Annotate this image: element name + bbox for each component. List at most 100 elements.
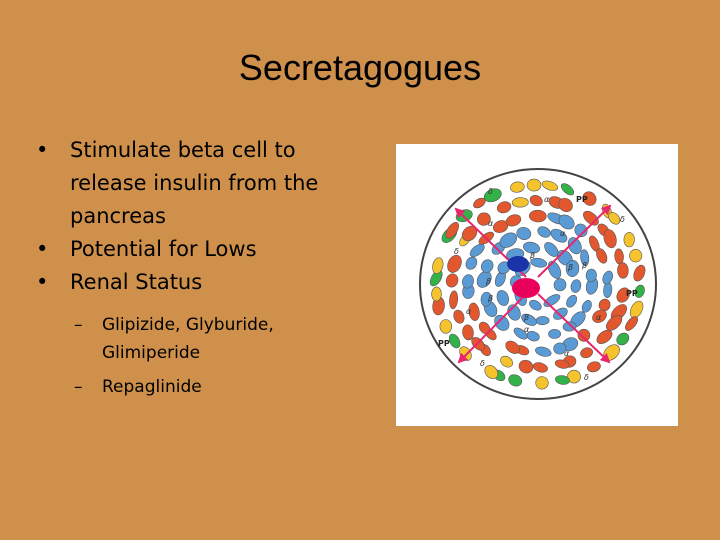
- alpha-cell: [496, 201, 512, 214]
- delta-cell: [526, 178, 542, 192]
- beta-cell: [462, 274, 474, 289]
- alpha-cell: [453, 309, 465, 324]
- arrow: [537, 293, 611, 364]
- arrow: [457, 293, 527, 364]
- beta-cell: [523, 241, 540, 254]
- bullet-text: Stimulate beta cell to release insulin f…: [70, 138, 319, 228]
- sub-bullet-text: Repaglinide: [102, 377, 202, 397]
- beta-cell: [465, 256, 478, 270]
- pp-label: PP: [626, 289, 638, 298]
- alpha-cell: [468, 302, 480, 321]
- beta-cell: [585, 268, 597, 283]
- delta-cell: [484, 365, 499, 379]
- label-group: PP PP PP δ α α α δ δ β β β β β β α α α α…: [438, 187, 638, 382]
- beta-cell: [530, 257, 548, 268]
- beta-label: β: [487, 294, 493, 303]
- beta-label: β: [529, 251, 535, 260]
- pp-cell: [483, 188, 502, 203]
- alpha-cell: [582, 191, 597, 206]
- alpha-cell: [603, 229, 617, 249]
- alpha-label: α: [560, 229, 566, 238]
- alpha-cell: [616, 287, 630, 303]
- pp-cell: [508, 374, 523, 387]
- alpha-cell: [505, 340, 520, 354]
- delta-label: δ: [584, 373, 589, 382]
- alpha-cell: [633, 264, 646, 282]
- alpha-cell: [462, 324, 474, 341]
- delta-cell: [439, 319, 453, 334]
- arrow: [537, 204, 612, 278]
- islet-figure: PP PP PP δ α α α δ δ β β β β β β α α α α…: [396, 144, 678, 426]
- pp-label: PP: [438, 339, 450, 348]
- delta-cell: [511, 197, 529, 208]
- bullet-glyph: •: [36, 138, 49, 162]
- sub-bullet-text: Glipizide, Glyburide, Glimiperide: [102, 315, 274, 363]
- beta-cell: [581, 300, 592, 313]
- alpha-label: α: [596, 313, 602, 322]
- sub-bullet-item: – Repaglinide: [30, 373, 360, 401]
- bullet-text: Potential for Lows: [70, 237, 257, 261]
- beta-cell: [547, 260, 562, 279]
- pp-cell: [634, 284, 645, 298]
- beta-cell: [567, 237, 582, 255]
- alpha-label: α: [488, 219, 494, 228]
- beta-cell: [480, 259, 494, 273]
- beta-cell: [558, 214, 575, 230]
- arrow-group: [454, 204, 612, 364]
- islet-illustration: PP PP PP δ α α α δ δ β β β β β β α α α α…: [419, 168, 657, 400]
- alpha-label: α: [564, 349, 570, 358]
- alpha-cell: [445, 222, 460, 239]
- beta-label: β: [581, 261, 587, 270]
- beta-cell: [565, 260, 580, 277]
- alpha-label: α: [524, 325, 530, 334]
- alpha-cell: [577, 328, 591, 342]
- pp-cell: [448, 333, 461, 349]
- beta-cell: [535, 346, 552, 357]
- beta-cell: [548, 328, 561, 339]
- beta-cell: [480, 291, 492, 307]
- pp-cell: [555, 375, 570, 385]
- bullet-item: • Potential for Lows: [30, 233, 360, 266]
- pp-cell: [616, 332, 630, 346]
- central-vessel: [512, 278, 540, 298]
- beta-cell: [570, 279, 582, 293]
- delta-label: δ: [488, 187, 493, 196]
- beta-cell: [553, 278, 567, 292]
- beta-cell: [526, 331, 540, 342]
- beta-cell: [566, 294, 578, 308]
- delta-cell: [541, 180, 559, 191]
- delta-cell: [431, 286, 442, 302]
- beta-cell: [580, 249, 590, 267]
- dash-glyph: –: [74, 377, 83, 397]
- alpha-cell: [625, 316, 638, 331]
- beta-cell: [529, 299, 542, 311]
- alpha-cell: [445, 273, 459, 288]
- beta-cell: [521, 313, 537, 326]
- beta-cell: [496, 290, 509, 306]
- beta-cell: [550, 228, 568, 243]
- alpha-cell: [596, 248, 608, 264]
- delta-label: δ: [454, 247, 459, 256]
- alpha-cell: [606, 315, 623, 331]
- bullet-list: • Stimulate beta cell to release insulin…: [30, 134, 360, 401]
- alpha-cell: [587, 361, 601, 373]
- bullet-item: • Stimulate beta cell to release insulin…: [30, 134, 360, 233]
- delta-cell: [535, 376, 549, 390]
- alpha-cell: [592, 309, 607, 323]
- beta-cell: [469, 243, 485, 258]
- alpha-cell: [558, 197, 573, 213]
- pp-label: PP: [576, 195, 588, 204]
- alpha-cell: [518, 359, 534, 374]
- bullet-text: Renal Status: [70, 270, 203, 294]
- sub-bullet-list: – Glipizide, Glyburide, Glimiperide – Re…: [30, 311, 360, 401]
- bullet-glyph: •: [36, 237, 49, 261]
- delta-cell: [623, 232, 635, 248]
- alpha-cell: [532, 362, 548, 373]
- alpha-cell: [477, 212, 491, 226]
- beta-cell: [494, 314, 510, 331]
- sub-bullet-item: – Glipizide, Glyburide, Glimiperide: [30, 311, 360, 367]
- delta-cell: [629, 249, 643, 263]
- beta-cell: [562, 321, 577, 332]
- beta-cell: [499, 232, 518, 248]
